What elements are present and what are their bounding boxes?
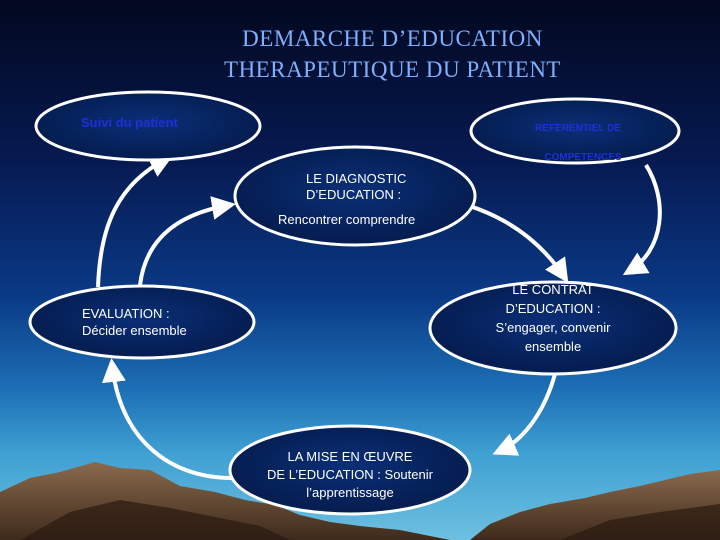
arrow-eval-to-suivi <box>98 158 168 287</box>
mise-label-line-3: l’apprentissage <box>250 484 450 502</box>
contrat-label-line-1: LE CONTRAT <box>478 281 628 299</box>
arrow-contrat-to-mise <box>498 374 555 452</box>
slide-title-line-1: DEMARCHE D’EDUCATION <box>0 26 720 52</box>
contrat-label-line-4: ensemble <box>478 338 628 356</box>
arrow-mise-to-evaluation <box>112 364 232 478</box>
evaluation-label-line-1: EVALUATION : <box>82 305 170 323</box>
evaluation-label-line-2: Décider ensemble <box>82 322 187 340</box>
mise-label-line-2: DE L’EDUCATION : Soutenir <box>250 466 450 484</box>
contrat-label-line-2: D’EDUCATION : <box>478 300 628 318</box>
arrow-referentiel-to-contrat <box>628 165 660 272</box>
slide-title-line-2: THERAPEUTIQUE DU PATIENT <box>0 57 720 83</box>
referentiel-label-line-2: COMPETENCES <box>528 152 638 163</box>
arrow-eval-to-diagnostic <box>140 205 230 285</box>
contrat-label-line-3: S’engager, convenir <box>478 319 628 337</box>
suivi-label: Suivi du patient <box>81 115 178 130</box>
referentiel-label-line-1: REFERENTIEL DE <box>523 123 633 134</box>
mise-label-line-1: LA MISE EN ŒUVRE <box>250 448 450 466</box>
diagnostic-label-line-3: Rencontrer comprendre <box>278 211 415 229</box>
diagnostic-label-line-2: D’EDUCATION : <box>306 186 401 204</box>
